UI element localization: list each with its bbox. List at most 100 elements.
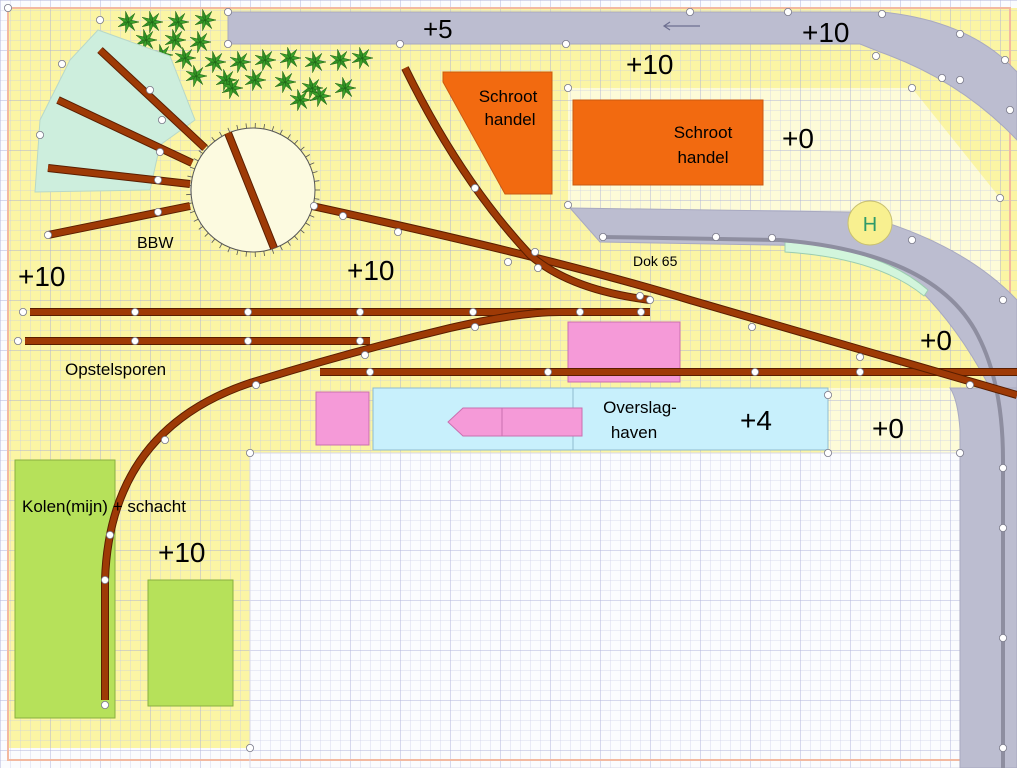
elevation-top-street: +5 <box>423 14 453 44</box>
turntable-tick <box>204 232 209 237</box>
turntable-tick <box>314 198 320 200</box>
track-node <box>153 207 162 216</box>
track-node <box>956 448 965 457</box>
track-node <box>599 232 608 241</box>
tree-icon <box>194 9 217 31</box>
track-node <box>101 701 110 710</box>
tree-icon <box>279 47 302 69</box>
track-node <box>908 84 917 93</box>
tree-icon <box>204 51 227 73</box>
turntable-tick <box>198 226 204 230</box>
track-node <box>562 40 571 49</box>
tree-icon <box>174 47 197 69</box>
track-node <box>544 367 553 376</box>
turntable-tick <box>305 154 311 158</box>
harbour-label-2: haven <box>611 423 657 442</box>
tree-icon <box>167 11 190 33</box>
buildings <box>14 71 929 719</box>
track-node <box>243 307 252 316</box>
track-node <box>44 230 53 239</box>
turntable-tick <box>219 243 223 249</box>
tree-icon <box>135 29 158 51</box>
elevation-dock-right: +0 <box>920 325 952 356</box>
track-node <box>145 86 154 95</box>
track-segment <box>47 165 191 187</box>
elevation-far-right: +0 <box>872 413 904 444</box>
scrap-left-label-2: handel <box>484 110 535 129</box>
track-node <box>564 200 573 209</box>
ship <box>447 407 583 437</box>
track-node <box>751 367 760 376</box>
track-node <box>160 435 169 444</box>
track-node <box>999 744 1008 753</box>
turntable-tick <box>279 129 283 135</box>
dock-track <box>602 235 1005 768</box>
tree-icon <box>244 69 267 91</box>
track-node <box>999 634 1008 643</box>
turntable-tick <box>309 214 315 218</box>
helipad-label: H <box>863 214 877 236</box>
elevation-scrap-right: +0 <box>782 123 814 154</box>
track-node <box>36 130 45 139</box>
tree-icon <box>229 51 252 73</box>
turntable-tick <box>294 139 299 145</box>
track-node <box>157 116 166 125</box>
turntable-tick <box>227 127 231 133</box>
tree-icon <box>274 71 297 93</box>
track-node <box>106 531 115 540</box>
track-node <box>243 336 252 345</box>
track-node <box>999 295 1008 304</box>
scrap-dealer-left <box>442 71 553 195</box>
track-node <box>223 40 232 49</box>
roads <box>227 11 1017 768</box>
track-node <box>784 7 793 16</box>
bbw-label: BBW <box>137 235 174 252</box>
coal-label: Kolen(mijn) + schacht <box>22 497 186 516</box>
turntable-tick <box>227 247 231 253</box>
turntable-tick <box>271 126 275 132</box>
track-node <box>130 307 139 316</box>
track-nodes <box>4 4 1015 753</box>
track-node <box>468 307 477 316</box>
turntable-tick <box>287 134 291 139</box>
turntable-tick <box>193 158 199 162</box>
tree-icon <box>221 77 244 99</box>
turntable-tick <box>198 150 204 154</box>
elevation-center-top: +10 <box>626 49 674 80</box>
track-node <box>1006 106 1015 115</box>
elevation-top-right: +10 <box>802 17 850 48</box>
turntable-tick <box>189 166 195 170</box>
tree-icon <box>254 49 277 71</box>
track-node <box>938 74 947 83</box>
track-node <box>646 295 655 304</box>
track-node <box>309 201 318 210</box>
turntable-tick <box>314 180 320 182</box>
turntable-tick <box>245 251 247 257</box>
coal-mine <box>14 459 116 719</box>
tree-icon <box>289 89 312 111</box>
track-node <box>768 233 777 242</box>
track-node <box>824 390 833 399</box>
track-node <box>576 307 585 316</box>
track-node <box>393 227 402 236</box>
track-node <box>1001 56 1010 65</box>
track-node <box>966 380 975 389</box>
tree-icon <box>189 31 212 53</box>
track-node <box>101 576 110 585</box>
pink-building-left <box>315 391 370 446</box>
track-node <box>153 175 162 184</box>
tree-icon <box>329 49 352 71</box>
turntable-tick <box>300 229 305 234</box>
track-node <box>999 524 1008 533</box>
track-node <box>355 336 364 345</box>
track-node <box>470 183 479 192</box>
scrap-right-label-2: handel <box>677 148 728 167</box>
turntable-tick <box>187 175 193 178</box>
track-node <box>251 380 260 389</box>
track-node <box>470 322 479 331</box>
turntable-tick <box>300 146 305 151</box>
harbour-water <box>372 387 829 451</box>
tree-icon <box>304 51 327 73</box>
track-node <box>13 336 22 345</box>
bbw-area <box>34 29 196 193</box>
